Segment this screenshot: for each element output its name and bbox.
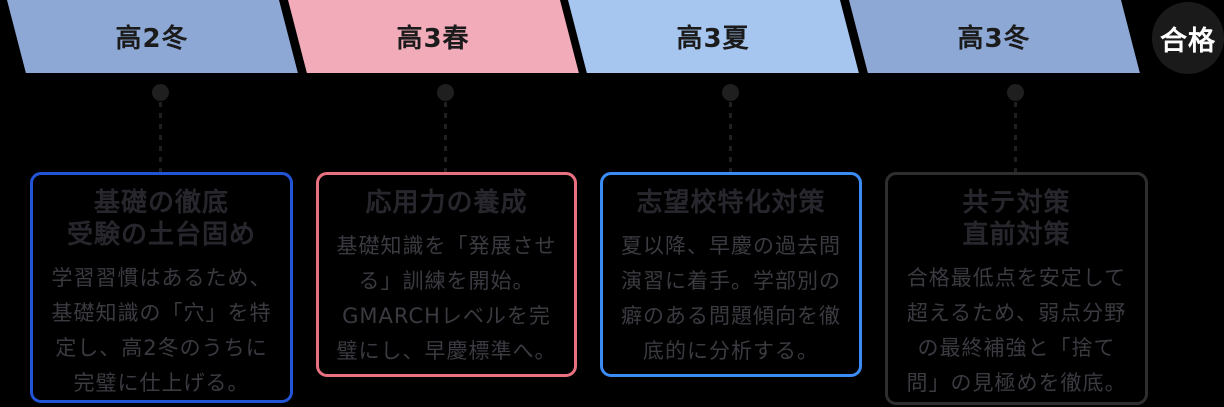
- phase-segment-kou3-winter: 高3冬: [849, 0, 1140, 73]
- card-applied-skills: 応用力の養成 基礎知識を「発展させる」訓練を開始。GMARCHレベルを完璧にし、…: [316, 172, 577, 377]
- card-foundation: 基礎の徹底 受験の土台固め 学習習慣はあるため、基礎知識の「穴」を特定し、高2冬…: [30, 172, 293, 403]
- card-title: 応用力の養成: [365, 188, 528, 218]
- card-title: 志望校特化対策: [636, 188, 826, 218]
- card-body: 基礎知識を「発展させる」訓練を開始。GMARCHレベルを完璧にし、早慶標準へ。: [336, 234, 557, 363]
- phase-segment-kou3-spring: 高3春: [288, 0, 579, 73]
- card-body: 合格最低点を安定して超えるため、弱点分野の最終補強と「捨て問」の見極めを徹底。: [906, 266, 1127, 395]
- phase-label: 高3夏: [676, 24, 750, 54]
- card-title: 基礎の徹底 受験の土台固め: [66, 188, 256, 250]
- phase-label: 高3春: [396, 24, 470, 54]
- card-title: 共テ対策 直前対策: [962, 188, 1071, 250]
- card-body: 学習習慣はあるため、基礎知識の「穴」を特定し、高2冬のうちに完璧に仕上げる。: [51, 266, 272, 395]
- phase-segment-kou2-winter: 高2冬: [7, 0, 298, 73]
- phase-label: 高3冬: [957, 24, 1031, 54]
- connector-dot: [1007, 84, 1024, 101]
- connector-dot: [152, 84, 169, 101]
- connector-dot: [437, 84, 454, 101]
- card-body: 夏以降、早慶の過去問演習に着手。学部別の癖のある問題傾向を徹底的に分析する。: [621, 234, 841, 363]
- connector-dashed-line: [1014, 102, 1017, 172]
- card-target-school: 志望校特化対策 夏以降、早慶の過去問演習に着手。学部別の癖のある問題傾向を徹底的…: [600, 172, 862, 377]
- connector-dashed-line: [159, 102, 162, 172]
- goal-label: 合格: [1160, 25, 1216, 57]
- phase-label: 高2冬: [115, 24, 189, 54]
- connector-dashed-line: [729, 102, 732, 172]
- goal-circle: 合格: [1152, 2, 1224, 74]
- connector-dot: [722, 84, 739, 101]
- phase-segment-kou3-summer: 高3夏: [568, 0, 859, 73]
- connector-dashed-line: [444, 102, 447, 172]
- card-final-prep: 共テ対策 直前対策 合格最低点を安定して超えるため、弱点分野の最終補強と「捨て問…: [885, 172, 1148, 405]
